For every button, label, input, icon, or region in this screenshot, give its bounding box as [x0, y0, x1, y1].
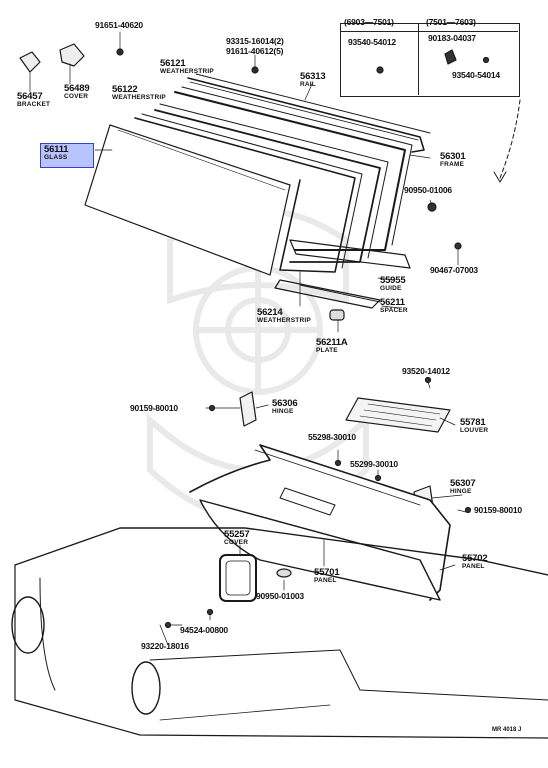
- pn-91611-40612[interactable]: 91611-40612(5): [226, 46, 284, 56]
- label-55701[interactable]: 55701 PANEL: [314, 567, 340, 584]
- glass-label-highlight: [40, 143, 94, 168]
- left-tail-light: [11, 596, 45, 654]
- label-55257[interactable]: 55257 COVER: [224, 529, 250, 546]
- pn-93315-16014[interactable]: 93315-16014(2): [226, 36, 284, 46]
- label-56214[interactable]: 56214 WEATHERSTRIP: [257, 307, 311, 324]
- hinge-left: [239, 391, 257, 427]
- pn-55299-30010[interactable]: 55299-30010: [350, 459, 398, 469]
- variant-header-line: [340, 31, 518, 32]
- cover-55257: [219, 554, 257, 602]
- pn-93520-14012[interactable]: 93520-14012: [402, 366, 450, 376]
- weatherstrip-inner: [154, 109, 381, 263]
- label-56457[interactable]: 56457 BRACKET: [17, 91, 51, 108]
- variant-pn-left[interactable]: 93540-54012: [348, 37, 396, 47]
- label-56489[interactable]: 56489 COVER: [64, 83, 90, 100]
- variant-pn-right-bottom[interactable]: 93540-54014: [452, 70, 500, 80]
- variant-range-2: (7501—7603): [426, 17, 476, 27]
- vehicle-body: [14, 527, 548, 576]
- pn-90159-80010-right[interactable]: 90159-80010: [474, 505, 522, 515]
- label-55702[interactable]: 55702 PANEL: [462, 553, 488, 570]
- plate-piece: [329, 309, 345, 321]
- pn-93220-18016[interactable]: 93220-18016: [141, 641, 189, 651]
- pn-90467-07003[interactable]: 90467-07003: [430, 265, 478, 275]
- diagram-code: MR 4018 J: [492, 727, 522, 733]
- label-56111[interactable]: 56111 GLASS: [44, 144, 69, 161]
- frame: [174, 91, 406, 251]
- variant-range-1: (6903—7501): [344, 17, 394, 27]
- label-56313[interactable]: 56313 RAIL: [300, 71, 326, 88]
- rail: [187, 77, 425, 153]
- label-56301[interactable]: 56301 FRAME: [440, 151, 466, 168]
- label-56121[interactable]: 56121 WEATHERSTRIP: [160, 58, 214, 75]
- label-56211A[interactable]: 56211A PLATE: [316, 337, 348, 354]
- cover-part: [59, 43, 85, 67]
- pn-90159-80010-left[interactable]: 90159-80010: [130, 403, 178, 413]
- bracket-part: [19, 51, 41, 73]
- glass-panel: [84, 124, 291, 276]
- label-55781[interactable]: 55781 LOUVER: [460, 417, 489, 434]
- pn-94524-00800[interactable]: 94524-00800: [180, 625, 228, 635]
- variant-divider: [418, 23, 419, 95]
- label-56306[interactable]: 56306 HINGE: [272, 398, 298, 415]
- label-55955[interactable]: 55955 GUIDE: [380, 275, 406, 292]
- label-56307[interactable]: 56307 HINGE: [450, 478, 476, 495]
- pn-55298-30010[interactable]: 55298-30010: [308, 432, 356, 442]
- lower-panel: [199, 499, 441, 601]
- label-56211[interactable]: 56211 SPACER: [380, 297, 408, 314]
- pn-90950-01003[interactable]: 90950-01003: [256, 591, 304, 601]
- right-tail-light: [131, 661, 161, 715]
- spacer: [299, 284, 381, 303]
- variant-pn-right-top[interactable]: 90183-04037: [428, 33, 476, 43]
- guide: [289, 239, 411, 269]
- variant-arrow: [499, 99, 521, 179]
- pn-90950-01006[interactable]: 90950-01006: [404, 185, 452, 195]
- weatherstrip-outer: [134, 117, 356, 273]
- label-56122[interactable]: 56122 WEATHERSTRIP: [112, 84, 166, 101]
- variant-box: [340, 23, 520, 97]
- pn-91651-40620[interactable]: 91651-40620: [95, 20, 143, 30]
